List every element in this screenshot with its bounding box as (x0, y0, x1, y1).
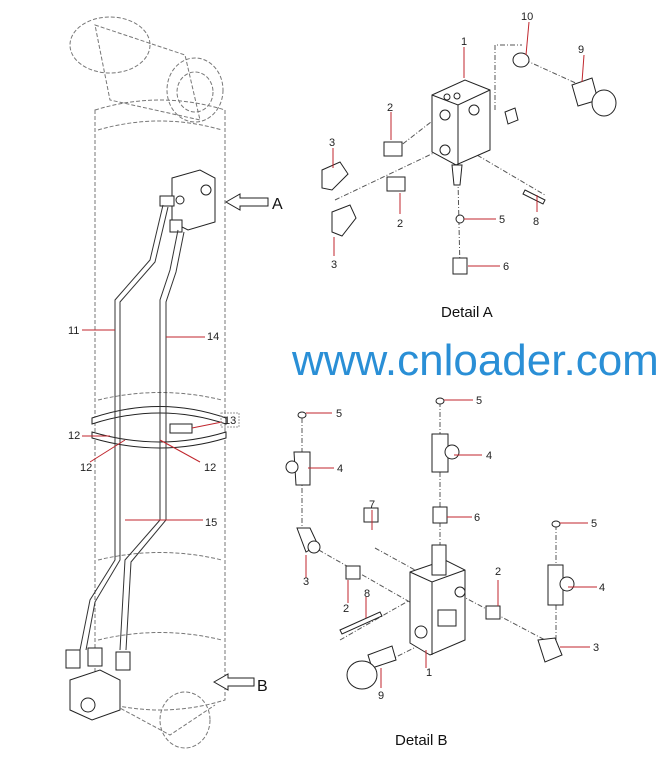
part-label-3: 3 (331, 259, 337, 271)
watermark: www.cnloader.com (291, 336, 659, 385)
detail-a-title: Detail A (441, 304, 493, 321)
part-label-5: 5 (476, 395, 482, 407)
part-label-2: 2 (495, 566, 501, 578)
part-label-1: 1 (426, 667, 432, 679)
part-label-12: 12 (68, 430, 80, 442)
valve-block-b (65, 647, 131, 721)
view-label-b: B (257, 678, 268, 695)
valve-block-a (159, 169, 216, 233)
hoses (79, 204, 185, 651)
arrow-a-icon (224, 193, 269, 211)
part-label-2: 2 (397, 218, 403, 230)
part-label-12: 12 (204, 462, 216, 474)
part-label-3: 3 (329, 137, 335, 149)
part-label-2: 2 (343, 603, 349, 615)
part-label-8: 8 (364, 588, 370, 600)
part-label-6: 6 (503, 261, 509, 273)
part-label-5: 5 (499, 214, 505, 226)
part-label-3: 3 (303, 576, 309, 588)
detail-b-parts (285, 397, 575, 690)
detail-a-leaders (332, 21, 585, 267)
part-label-4: 4 (337, 463, 343, 475)
part-label-15: 15 (205, 517, 217, 529)
part-label-7: 7 (369, 499, 375, 511)
part-label-9: 9 (378, 690, 384, 702)
part-label-5: 5 (591, 518, 597, 530)
cylinder-body (69, 16, 226, 749)
part-label-6: 6 (474, 512, 480, 524)
detail-b-title: Detail B (395, 732, 448, 749)
arrow-b-icon (212, 673, 255, 691)
detail-b-leaders (305, 399, 597, 688)
part-label-12: 12 (80, 462, 92, 474)
clamp-band (91, 406, 227, 449)
part-label-2: 2 (387, 102, 393, 114)
part-label-9: 9 (578, 44, 584, 56)
part-label-1: 1 (461, 36, 467, 48)
part-label-13: 13 (224, 415, 236, 427)
part-label-10: 10 (521, 11, 533, 23)
part-label-3: 3 (593, 642, 599, 654)
part-label-4: 4 (599, 582, 605, 594)
part-label-5: 5 (336, 408, 342, 420)
view-label-a: A (272, 196, 283, 213)
detail-a-parts (321, 44, 617, 275)
part-label-4: 4 (486, 450, 492, 462)
part-label-14: 14 (207, 331, 219, 343)
main-leaders (82, 329, 223, 521)
part-label-8: 8 (533, 216, 539, 228)
part-label-11: 11 (68, 325, 79, 337)
